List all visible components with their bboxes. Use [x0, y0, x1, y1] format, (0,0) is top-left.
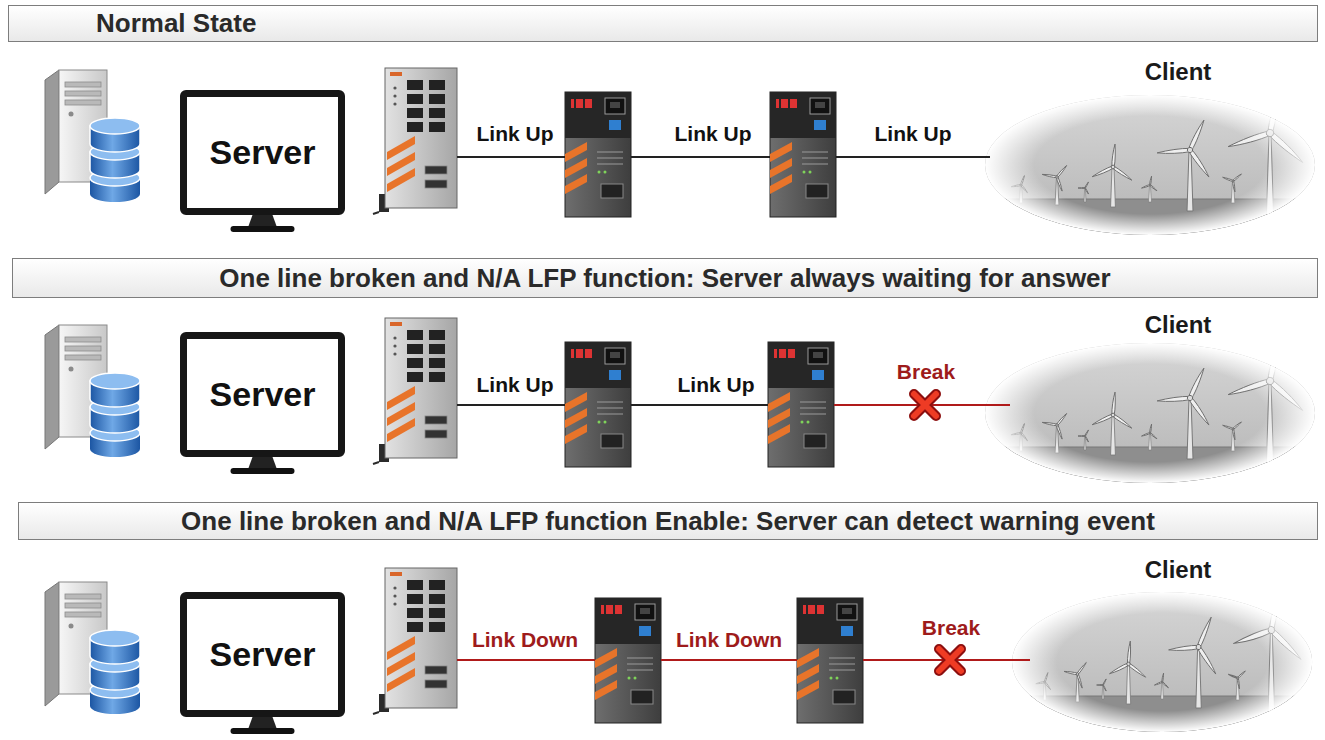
- server-monitor: Server: [180, 332, 345, 457]
- server-label: Server: [210, 133, 316, 172]
- link-line: [836, 156, 990, 158]
- server-icon: [45, 70, 140, 202]
- break-mark: [914, 394, 936, 416]
- link-status: Link Down: [676, 628, 782, 652]
- state-band: One line broken and N/A LFP function Ena…: [18, 502, 1318, 540]
- server-monitor: Server: [180, 90, 345, 215]
- wind-farm-picture: [1012, 579, 1315, 732]
- converter-icon: [768, 342, 834, 467]
- state-band: Normal State: [8, 5, 1318, 42]
- down-line: [457, 659, 595, 661]
- converter-icon: [797, 598, 863, 723]
- switch-icon: [373, 68, 457, 214]
- link-line: [631, 404, 768, 406]
- monitor-stand: [231, 457, 295, 474]
- switch-icon: [373, 568, 457, 714]
- converter-icon: [595, 598, 661, 723]
- break-mark: [939, 649, 961, 671]
- server-icon: [45, 582, 140, 714]
- monitor-stand: [231, 717, 295, 734]
- converter-icon: [565, 92, 631, 217]
- server-label: Server: [210, 375, 316, 414]
- link-status: Link Up: [675, 122, 752, 146]
- client-site: Client: [985, 58, 1315, 238]
- band-title: Normal State: [96, 8, 256, 39]
- break-label: Break: [897, 360, 955, 384]
- link-status: Link Up: [477, 373, 554, 397]
- client-site: Client: [985, 311, 1315, 483]
- link-status: Link Up: [477, 122, 554, 146]
- link-status: Link Up: [875, 122, 952, 146]
- client-label: Client: [1041, 58, 1315, 86]
- wind-farm-picture: [985, 330, 1318, 483]
- server-monitor: Server: [180, 592, 345, 717]
- link-status: Link Down: [472, 628, 578, 652]
- link-line: [457, 404, 565, 406]
- band-title: One line broken and N/A LFP function: Se…: [219, 263, 1110, 294]
- client-label: Client: [1041, 311, 1315, 339]
- link-line: [457, 156, 565, 158]
- server-icon: [45, 325, 140, 457]
- server-label: Server: [210, 635, 316, 674]
- down-line: [661, 659, 797, 661]
- state-band: One line broken and N/A LFP function: Se…: [12, 258, 1318, 298]
- monitor-stand: [231, 215, 295, 232]
- link-status: Link Up: [678, 373, 755, 397]
- break-label: Break: [922, 616, 980, 640]
- switch-icon: [373, 318, 457, 464]
- converter-icon: [770, 92, 836, 217]
- band-title: One line broken and N/A LFP function Ena…: [181, 506, 1155, 537]
- converter-icon: [565, 342, 631, 467]
- wind-farm-picture: [985, 82, 1318, 235]
- client-label: Client: [1051, 556, 1305, 584]
- client-site: Client: [1005, 556, 1305, 736]
- link-line: [631, 156, 770, 158]
